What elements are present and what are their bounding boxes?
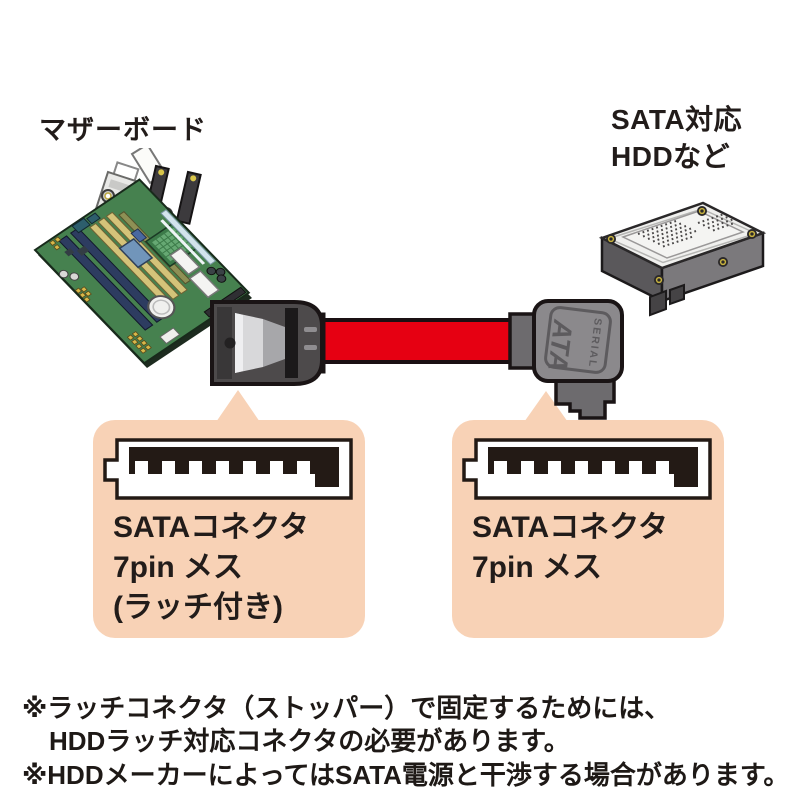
connector-right-angled: SERIAL ATA (508, 299, 624, 420)
sata-cable (316, 318, 520, 364)
callout-right-text: SATAコネクタ 7pin メス (472, 508, 668, 588)
hdd-label-line1: SATA対応 (611, 104, 743, 135)
callout-right-line1: SATAコネクタ (472, 511, 669, 544)
pin-gaps (494, 461, 669, 474)
motherboard-label: マザーボード (39, 115, 207, 145)
callout-left: SATAコネクタ 7pin メス (ラッチ付き) (93, 420, 365, 638)
footnote-line2: HDDラッチ対応コネクタの必要があります。 (49, 726, 570, 757)
sata-cable-illustration: SERIAL ATA (210, 299, 624, 425)
hdd-screws (606, 206, 757, 285)
callout-right-line2: 7pin メス (472, 550, 603, 584)
footnotes: ※ラッチコネクタ（ストッパー）で固定するためには、 HDDラッチ対応コネクタの必… (22, 692, 794, 792)
pin-gaps (135, 461, 310, 474)
callout-left-line2: 7pin メス (113, 550, 244, 584)
hdd-illustration (598, 201, 767, 317)
hdd-label-line2: HDDなど (611, 140, 731, 172)
serial-ata-logo: SERIAL ATA (542, 306, 612, 374)
callout-pointer-right (522, 391, 570, 425)
hdd-label-print (637, 213, 735, 248)
callout-left-text: SATAコネクタ 7pin メス (ラッチ付き) (113, 508, 309, 628)
sata-connector-pinout-right (462, 438, 712, 500)
callout-left-line3: (ラッチ付き) (113, 590, 283, 624)
callout-left-line1: SATAコネクタ (113, 511, 310, 544)
callout-right: SATAコネクタ 7pin メス (452, 420, 724, 638)
connector-left-latch (210, 300, 326, 386)
footnote-line3: ※HDDメーカーによってはSATA電源と干渉する場合があります。 (22, 759, 790, 790)
logo-ata-text: ATA (542, 317, 578, 373)
sata-connector-pinout-left (103, 438, 353, 500)
callout-pointer-left (214, 390, 262, 425)
hdd-label: SATA対応 HDDなど (611, 102, 742, 176)
footnote-line1: ※ラッチコネクタ（ストッパー）で固定するためには、 (22, 693, 671, 723)
pin-headers (49, 236, 152, 354)
